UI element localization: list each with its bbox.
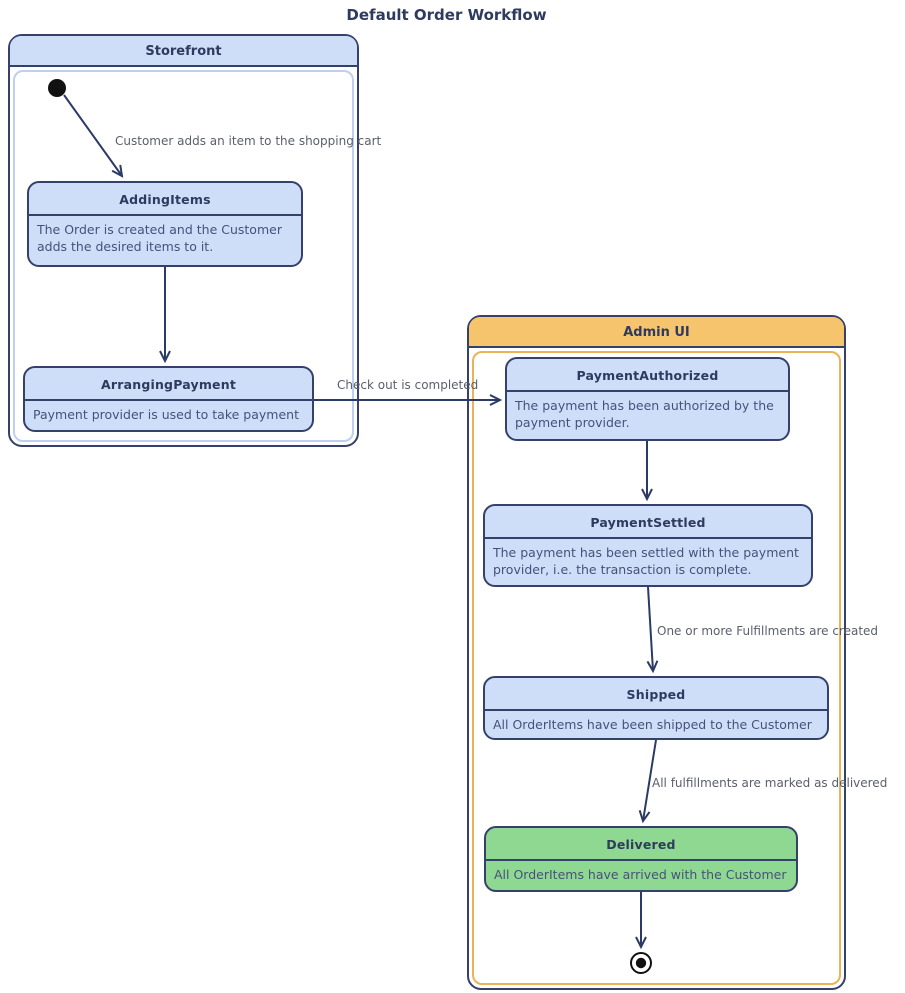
state-adding-items: AddingItems The Order is created and the… (27, 181, 303, 267)
transition-label-marked-delivered: All fulfillments are marked as delivered (652, 776, 888, 790)
state-description: All OrderItems have arrived with the Cus… (494, 867, 787, 882)
state-description: The payment has been settled with the pa… (493, 545, 799, 577)
state-description: All OrderItems have been shipped to the … (493, 717, 812, 732)
state-title: ArrangingPayment (25, 368, 312, 401)
state-delivered: Delivered All OrderItems have arrived wi… (484, 826, 798, 892)
state-arranging-payment: ArrangingPayment Payment provider is use… (23, 366, 314, 432)
state-title: AddingItems (29, 183, 301, 216)
state-title: PaymentAuthorized (507, 359, 788, 392)
storefront-body (10, 67, 357, 445)
storefront-header: Storefront (10, 36, 357, 67)
state-title: Delivered (486, 828, 796, 861)
transition-label-fulfillments-created: One or more Fulfillments are created (657, 624, 879, 638)
state-title: Shipped (485, 678, 827, 711)
admin-ui-header: Admin UI (469, 317, 844, 348)
state-shipped: Shipped All OrderItems have been shipped… (483, 676, 829, 740)
admin-ui-inner-border (472, 351, 841, 985)
admin-ui-body (469, 348, 844, 988)
state-description: Payment provider is used to take payment (33, 407, 299, 422)
state-description: The Order is created and the Customer ad… (37, 222, 282, 254)
state-payment-authorized: PaymentAuthorized The payment has been a… (505, 357, 790, 441)
transition-label-checkout: Check out is completed (337, 378, 479, 392)
state-payment-settled: PaymentSettled The payment has been sett… (483, 504, 813, 587)
diagram-title: Default Order Workflow (346, 6, 547, 24)
state-title: PaymentSettled (485, 506, 811, 539)
state-description: The payment has been authorized by the p… (515, 398, 774, 430)
storefront-inner-border (13, 70, 354, 442)
transition-label-add-item: Customer adds an item to the shopping ca… (115, 134, 382, 148)
